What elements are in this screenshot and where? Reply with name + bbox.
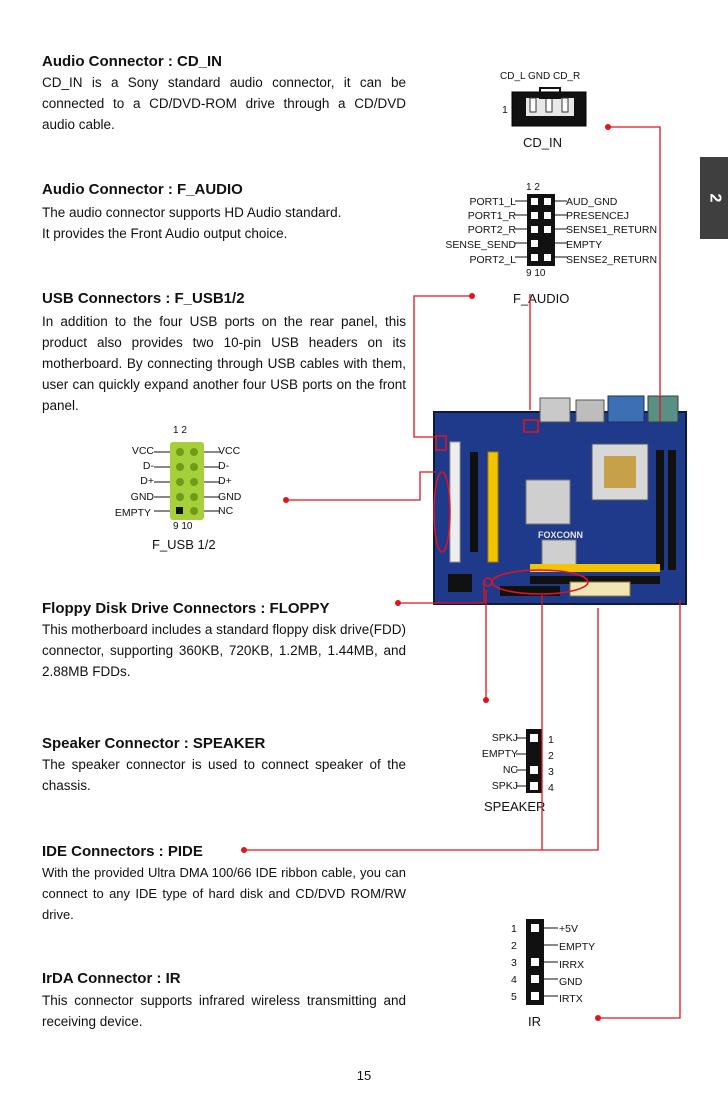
ir-pin-1: 2 [511,940,517,952]
usb-right-0: VCC [218,445,241,457]
section-title-ir: IrDA Connector : IR [42,970,181,987]
speaker-caption: SPEAKER [484,799,546,814]
f-audio-left-3: SENSE_SEND [445,239,516,251]
section-title-speaker: Speaker Connector : SPEAKER [42,735,266,752]
ir-pin-4: 5 [511,991,517,1003]
f-audio-left-2: PORT2_R [467,224,516,236]
usb-left-3: GND [130,491,154,503]
ir-caption: IR [528,1014,541,1029]
section-title-cd-in: Audio Connector : CD_IN [42,53,222,70]
section-title-f-audio: Audio Connector : F_AUDIO [42,181,243,198]
ir-right-4: IRTX [559,993,583,1005]
speaker-left-0: SPKJ [491,732,518,744]
ir-right-0: +5V [559,923,578,935]
section-body-pide: With the provided Ultra DMA 100/66 IDE r… [42,865,406,922]
usb-left-2: D+ [140,475,154,487]
ir-header-diagram [526,919,558,1005]
f-audio-left-0: PORT1_L [469,196,517,208]
page-number: 15 [356,1068,372,1083]
usb-right-3: GND [218,491,242,503]
usb-header-diagram [154,442,220,520]
f-audio-header-diagram [515,194,567,266]
ir-right-1: EMPTY [559,941,596,953]
leader-ir [598,600,681,1019]
leader-cd-in [608,126,661,422]
ir-right-3: GND [559,976,583,988]
f-audio-right-3: EMPTY [566,239,603,251]
cd-in-connector-diagram [511,87,587,127]
usb-top-pins: 1 2 [173,425,187,436]
usb-left-1: D- [142,460,154,472]
usb-right-4: NC [218,505,234,517]
section-body-ir: This connector supports infrared wireles… [42,993,406,1029]
f-audio-right-4: SENSE2_RETURN [566,254,658,266]
leader-usb-2 [286,471,436,501]
section-body-speaker: The speaker connector is used to connect… [42,757,406,793]
speaker-pin-3: 4 [548,782,554,794]
section-body-cd-in: CD_IN is a Sony standard audio connector… [42,75,406,132]
section-body-floppy: This motherboard includes a standard flo… [42,622,406,679]
speaker-pin-0: 1 [548,734,554,746]
cd-in-caption: CD_IN [523,135,563,150]
f-audio-caption: F_AUDIO [513,291,570,306]
ir-pin-2: 3 [511,957,517,969]
f-audio-left-1: PORT1_R [467,210,516,222]
f-audio-top-pins: 1 2 [526,182,540,193]
f-audio-right-1: PRESENCEJ [566,210,630,222]
f-audio-right-0: AUD_GND [566,196,618,208]
ir-right-2: IRRX [559,959,585,971]
usb-left-0: VCC [131,445,154,457]
board-logo: FOXCONN [538,530,583,540]
section-body-f-audio: The audio connector supports HD Audio st… [42,205,342,220]
ir-pin-3: 4 [511,974,517,986]
leader-floppy [398,582,485,604]
speaker-pin-1: 2 [548,750,554,762]
speaker-pin-2: 3 [548,766,554,778]
speaker-left-3: SPKJ [491,780,518,792]
speaker-left-1: EMPTY [481,748,518,760]
leader-usb [413,295,472,438]
section-title-pide: IDE Connectors : PIDE [42,843,203,860]
section-title-floppy: Floppy Disk Drive Connectors : FLOPPY [42,600,330,617]
usb-left-4: EMPTY [114,507,151,519]
usb-bottom-pins: 9 10 [173,521,193,532]
usb-caption: F_USB 1/2 [152,537,216,552]
f-audio-left-4: PORT2_L [469,254,517,266]
chapter-tab: 2 [700,157,728,239]
f-audio-bottom-pins: 9 10 [526,268,546,279]
f-audio-right-2: SENSE1_RETURN [566,224,658,236]
section-body-usb: In addition to the four USB ports on the… [42,314,406,413]
cd-in-pin1: 1 [502,104,508,116]
speaker-header-diagram [516,729,542,793]
usb-right-2: D+ [218,475,232,487]
leader-pide [244,608,599,851]
ir-pin-0: 1 [511,923,517,935]
speaker-left-2: NC [502,764,518,776]
section-body-f-audio-2: It provides the Front Audio output choic… [42,226,288,241]
motherboard-image: FOXCONN [433,395,687,605]
section-title-usb: USB Connectors : F_USB1/2 [42,290,245,307]
cd-in-top-labels: CD_L GND CD_R [500,71,581,82]
usb-right-1: D- [218,460,230,472]
